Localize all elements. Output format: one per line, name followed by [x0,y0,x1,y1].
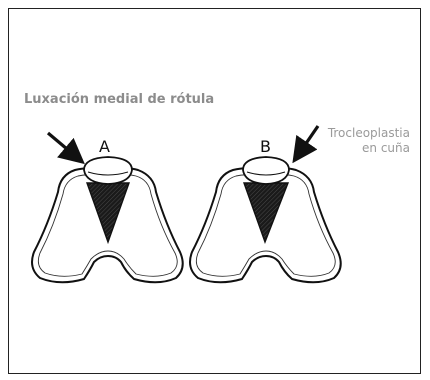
arrow-a [48,133,80,160]
femur-b [190,157,341,282]
femur-a-patella [84,157,132,184]
label-a: A [99,137,110,156]
femur-a-trochlear-wedge [87,183,129,242]
femur-a [32,157,183,282]
arrow-b [296,126,318,158]
femur-b-trochlear-wedge [244,183,288,242]
label-b: B [260,137,271,156]
femur-b-patella [243,157,289,184]
